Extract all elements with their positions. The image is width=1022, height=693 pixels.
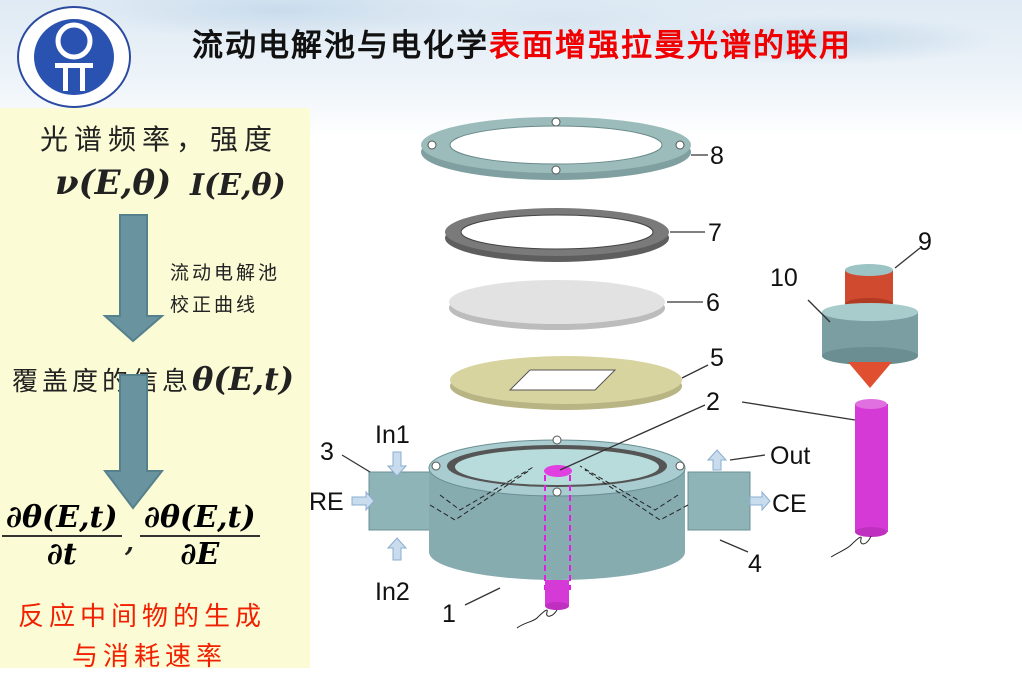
ring-8	[421, 117, 691, 180]
down-arrow-1	[102, 214, 165, 343]
label-5: 5	[710, 344, 724, 372]
result-line-2: 与消耗速率	[72, 642, 228, 672]
objective-10	[822, 303, 918, 388]
label-10: 10	[770, 264, 798, 292]
label-6: 6	[706, 289, 720, 317]
nu-expression: ν(E,θ)	[55, 163, 172, 203]
title-red-part: 表面增强拉曼光谱的联用	[489, 28, 852, 64]
left-panel: 光谱频率，强度 ν(E,θ) I(E,θ) 流动电解池 校正曲线 覆盖度的信息θ…	[0, 108, 310, 672]
comma: ,	[125, 528, 135, 558]
coverage-label: 覆盖度的信息θ(E,t)	[12, 360, 294, 398]
label-7: 7	[708, 219, 722, 247]
label-1: 1	[442, 600, 456, 628]
label-3: 3	[320, 438, 334, 466]
potential-derivative-numerator: ∂θ(E,t)	[140, 500, 260, 537]
coverage-text: 覆盖度的信息	[12, 367, 193, 397]
leader-lines	[341, 154, 921, 606]
bottom-tube	[516, 580, 569, 629]
label-in2: In2	[375, 578, 410, 606]
ring-7	[445, 208, 669, 262]
title-black-part: 流动电解池与电化学	[192, 28, 489, 64]
label-2: 2	[706, 388, 720, 416]
label-out: Out	[770, 442, 810, 470]
label-4: 4	[748, 550, 762, 578]
flow-arrows	[351, 449, 771, 561]
down-arrow-2	[102, 374, 165, 510]
potential-derivative: ∂θ(E,t) ∂E	[140, 500, 260, 572]
pink-rod	[830, 399, 888, 558]
label-8: 8	[710, 142, 724, 170]
sky-background	[0, 0, 1022, 100]
label-in1: In1	[375, 421, 410, 449]
cell-body	[368, 435, 751, 590]
result-line-1: 反应中间物的生成	[18, 602, 267, 632]
time-derivative: ∂θ(E,t) ∂t	[2, 500, 122, 572]
potential-derivative-denominator: ∂E	[180, 537, 220, 572]
flow-cell-note: 流动电解池	[170, 262, 281, 284]
university-logo	[17, 6, 131, 108]
coverage-expression: θ(E,t)	[192, 360, 294, 398]
time-derivative-denominator: ∂t	[46, 537, 77, 572]
disk-5	[450, 356, 682, 410]
label-ce: CE	[772, 490, 807, 518]
label-re: RE	[309, 488, 344, 516]
intensity-expression: I(E,θ)	[190, 168, 286, 203]
time-derivative-numerator: ∂θ(E,t)	[2, 500, 122, 537]
disk-6	[449, 280, 665, 330]
label-9: 9	[918, 228, 932, 256]
calibration-note: 校正曲线	[170, 294, 259, 316]
spectrum-label: 光谱频率，强度	[40, 123, 279, 156]
slide-title: 流动电解池与电化学表面增强拉曼光谱的联用	[192, 20, 852, 65]
